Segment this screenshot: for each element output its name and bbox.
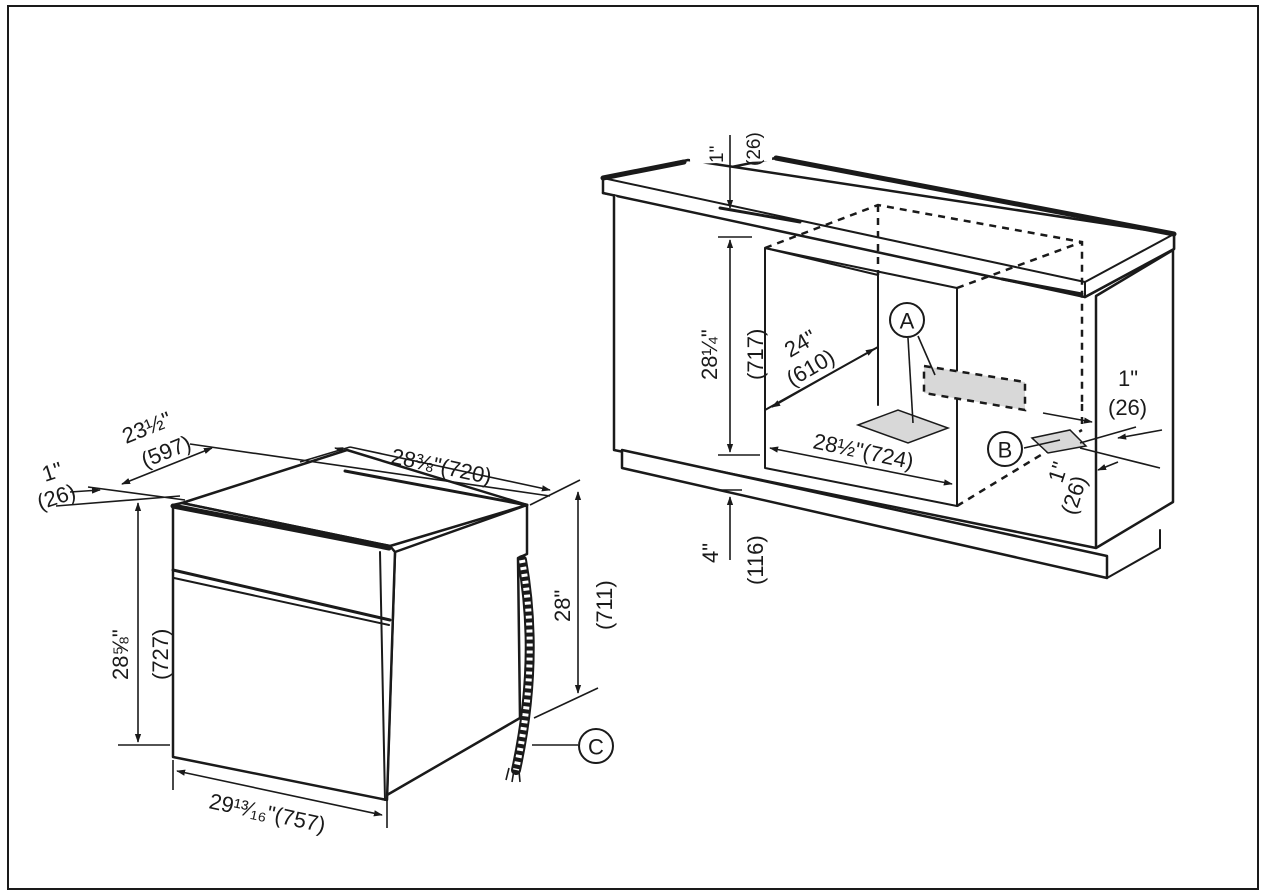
cabinet-unit: A B: [600, 135, 1177, 580]
vent-a-floor: [855, 409, 951, 444]
front-height-in-label: 28⅝": [108, 629, 133, 680]
front-depth-mm-label: (26): [34, 479, 79, 515]
callout-b-label: B: [998, 438, 1013, 463]
callout-a-marker: [889, 302, 925, 338]
side-mm-label: (26): [1108, 395, 1147, 420]
side-in-label: 1": [1118, 366, 1138, 391]
oven-front: [171, 501, 397, 802]
vent-b-floor: [1030, 429, 1088, 454]
callout-a-label: A: [900, 309, 915, 334]
plinth-in-label: 4": [698, 543, 723, 563]
front-height-mm-label: (727): [148, 629, 173, 680]
niche-height-in-label: 28¼": [697, 329, 722, 380]
callout-c-marker: [578, 728, 614, 764]
vent-a-side: [922, 364, 1027, 412]
oven-appliance: C: [55, 443, 614, 828]
body-height-in-label: 28": [550, 590, 575, 622]
page-border: [7, 5, 1259, 890]
oven-side: [385, 503, 529, 797]
niche-hidden-edges: [764, 203, 1084, 508]
body-height-mm-label: (711): [592, 580, 617, 630]
countertop-mm-label: (26): [744, 132, 765, 166]
callout-b-marker: [987, 431, 1023, 467]
niche-height-mm-label: (717): [743, 329, 768, 380]
callout-c-label: C: [588, 735, 604, 760]
front-width-label: 29¹³⁄₁₆"(757): [207, 788, 328, 837]
countertop-in-label: 1": [707, 146, 728, 163]
plinth-mm-label: (116): [743, 535, 768, 585]
